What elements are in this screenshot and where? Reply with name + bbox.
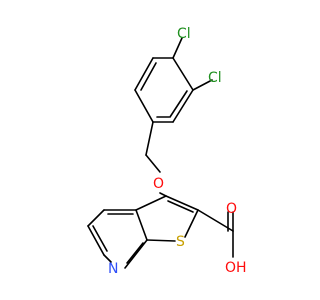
bond [197,209,234,232]
bonds [87,37,234,269]
bond [145,121,154,156]
bond [172,89,194,123]
bond [87,209,105,227]
bond [92,225,108,252]
nitrogen-label: N [108,261,118,277]
bond [134,57,154,91]
bond [192,79,213,91]
bond [184,209,199,238]
bond [165,195,199,211]
carbonyl-oxygen-label: O [226,201,237,217]
bond [124,239,148,269]
bond [145,154,161,173]
atom-labels: Cl Cl O O OH N S [108,26,247,277]
bond [140,62,157,91]
bond [135,209,148,241]
hydroxyl-label: OH [225,260,247,276]
bond [172,57,194,91]
bond [126,242,144,264]
sulfur-label: S [176,234,185,250]
bond [159,192,167,197]
bond [87,225,105,256]
bond [135,195,167,211]
bond [146,239,176,242]
bond [103,254,112,263]
chlorine-label-top: Cl [177,26,191,42]
chlorine-label-right: Cl [208,70,222,86]
molecule-structure: Cl Cl O O OH N S [87,26,247,277]
bond [167,200,194,213]
ether-oxygen-label: O [153,176,164,192]
bond [134,89,154,123]
bond [169,90,188,118]
bond [172,37,183,59]
